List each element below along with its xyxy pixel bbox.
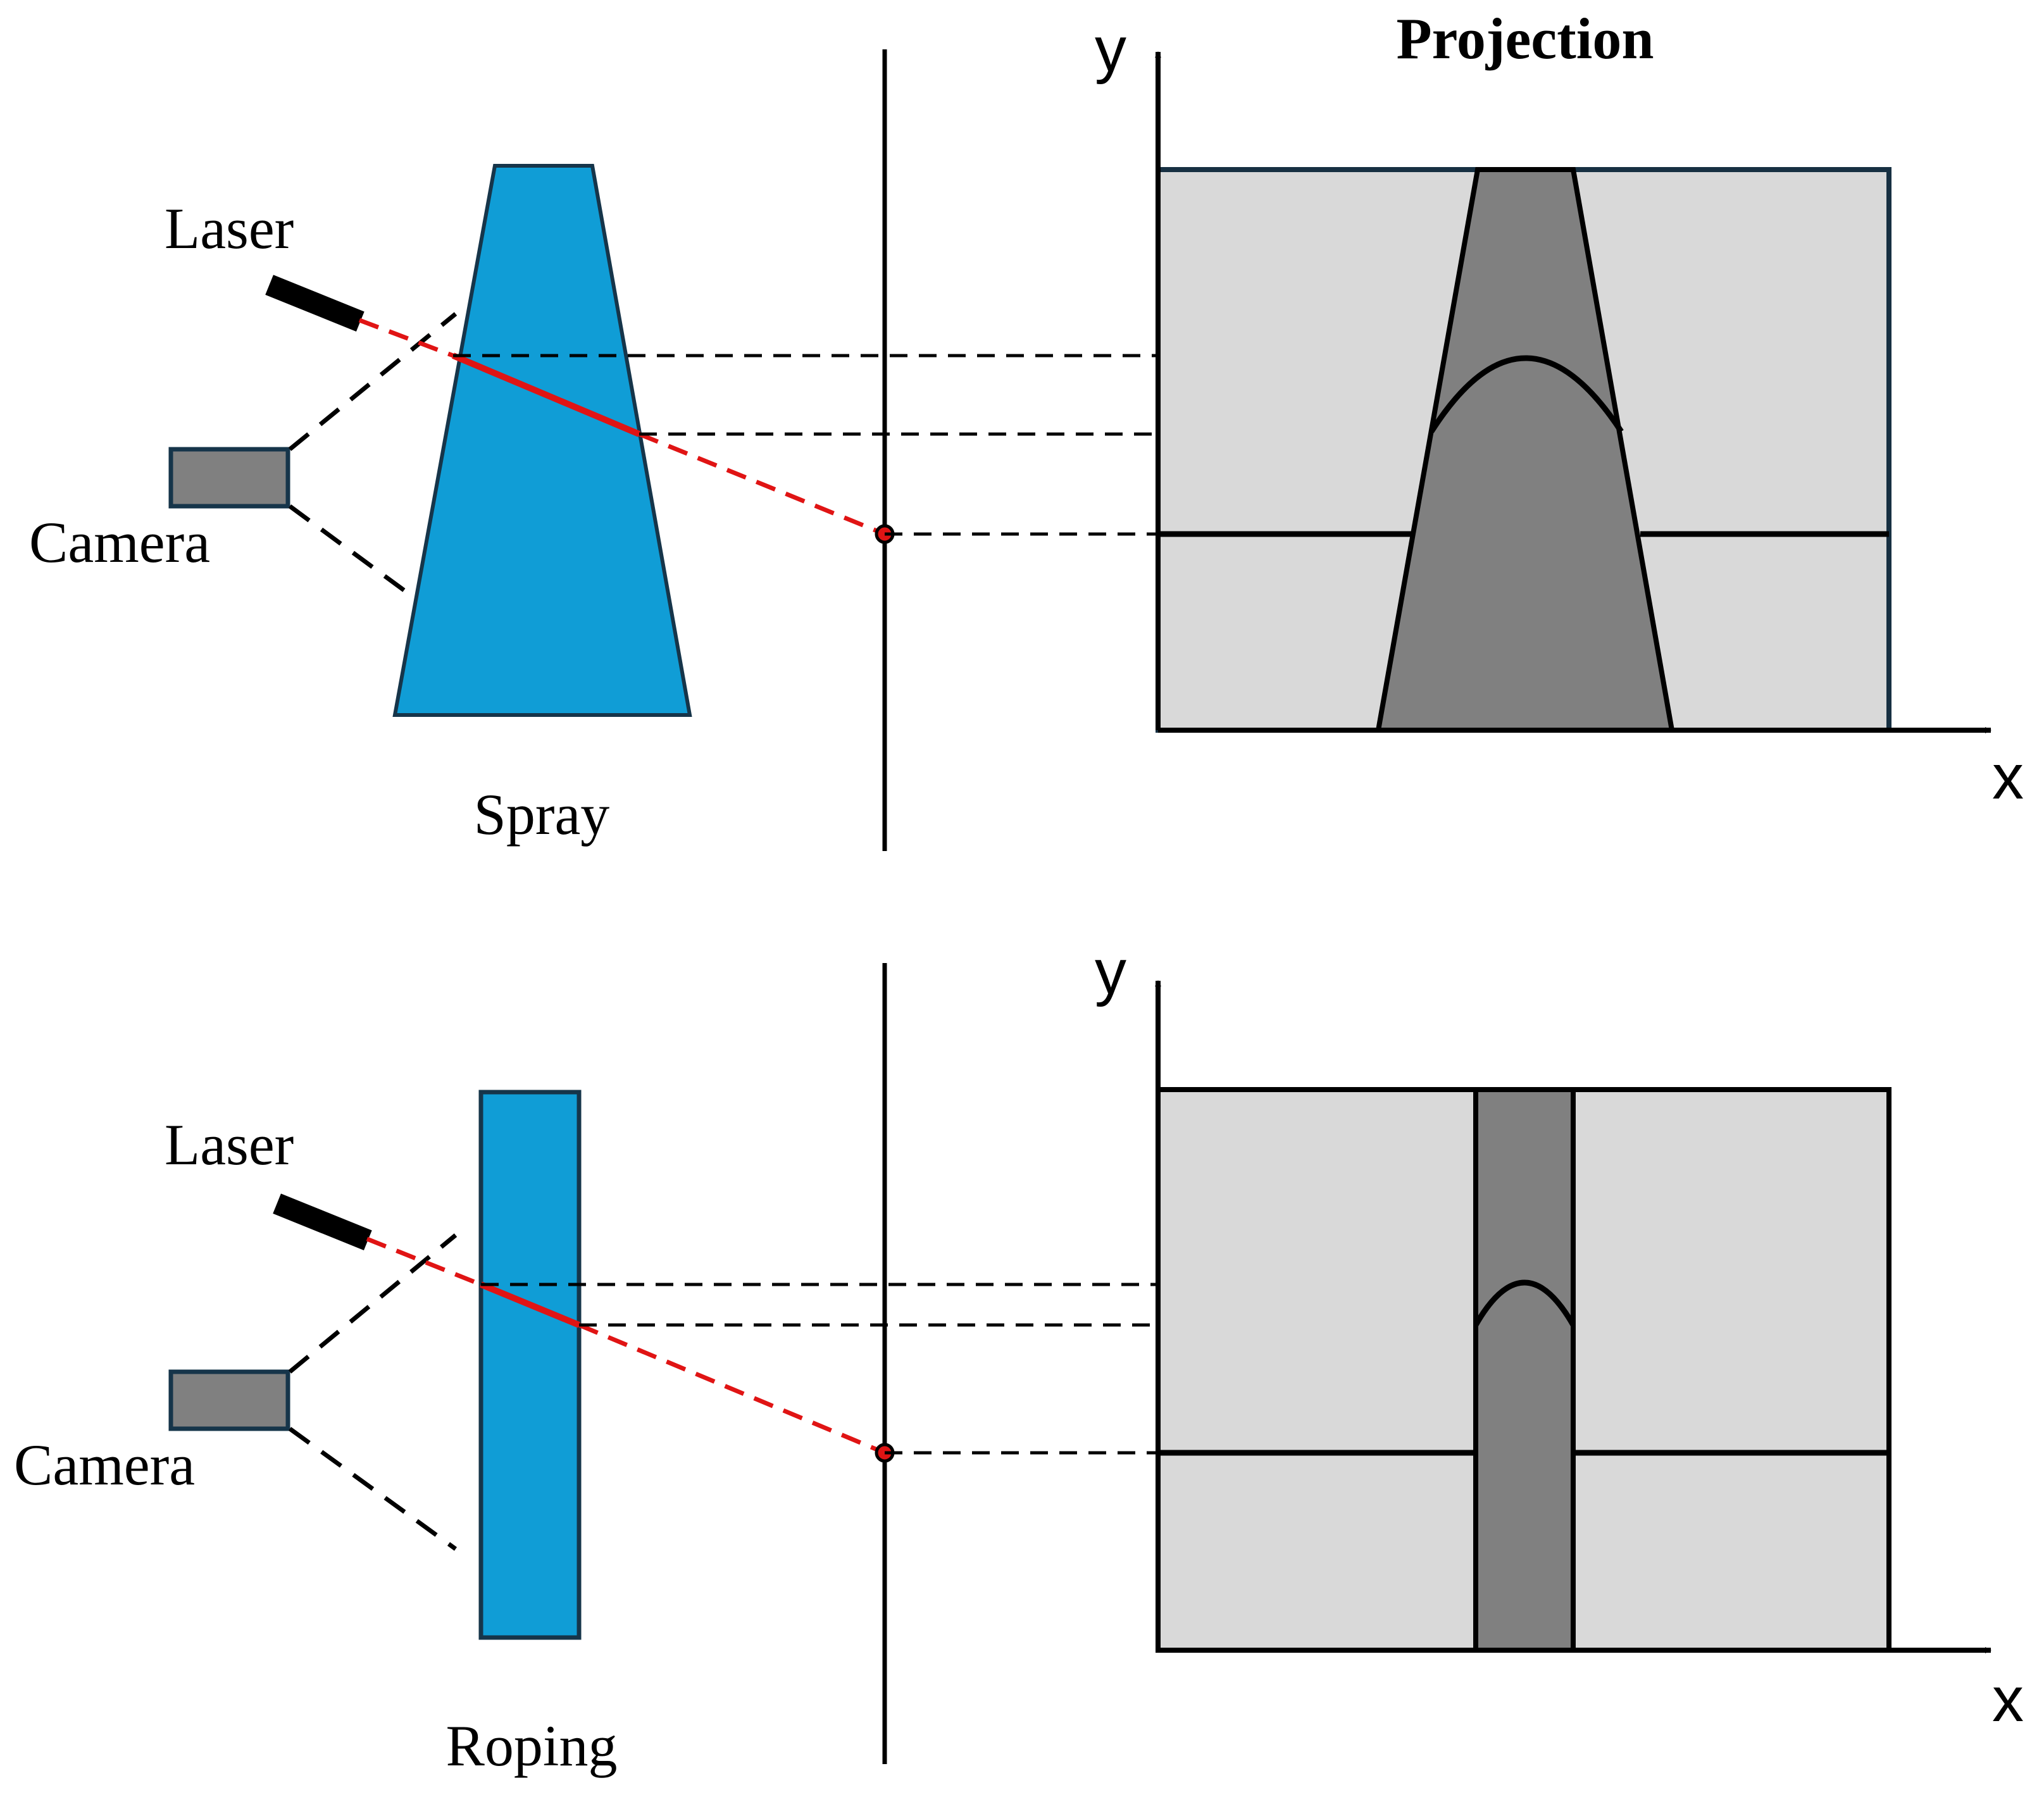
- camera-view-line-lower: [288, 1427, 458, 1551]
- roping-shape: [478, 1090, 582, 1640]
- roping-label: Roping: [446, 1713, 618, 1778]
- laser-label: Laser: [165, 196, 294, 261]
- laser-beam-incoming: [358, 318, 454, 358]
- laser-device: [265, 275, 365, 332]
- laser-sheet-curve: [1473, 1279, 1576, 1327]
- camera-view-line-lower: [288, 504, 416, 600]
- y-axis-label: y: [1095, 936, 1126, 1007]
- camera-label: Camera: [14, 1433, 195, 1497]
- laser-device: [273, 1193, 372, 1250]
- spray-shape: [392, 164, 692, 717]
- projection-title: Projection: [1396, 6, 1654, 71]
- laser-beam-in-spray: [452, 352, 640, 437]
- x-axis-label: x: [1992, 1664, 2024, 1735]
- top-panel: Laser Camera y x Spray: [29, 14, 2024, 851]
- laser-beam-incoming: [366, 1236, 482, 1287]
- camera-view-line-upper: [288, 312, 458, 451]
- camera-body: [168, 1369, 290, 1431]
- y-axis-label: y: [1095, 14, 1126, 85]
- laser-label: Laser: [165, 1112, 294, 1177]
- laser-beam-outgoing: [638, 432, 886, 537]
- bottom-panel: Laser Camera y x Roping: [14, 936, 2024, 1778]
- camera-view-line-upper: [288, 1233, 458, 1374]
- spray-label: Spray: [474, 782, 610, 847]
- laser-beam-outgoing: [578, 1322, 886, 1455]
- camera-label: Camera: [29, 510, 210, 575]
- laser-sheet-curve: [1429, 355, 1624, 433]
- projected-roping-shape: [1473, 1087, 1576, 1653]
- camera-body: [168, 447, 290, 509]
- x-axis-label: x: [1992, 742, 2024, 812]
- laser-beam-in-roping: [480, 1281, 580, 1328]
